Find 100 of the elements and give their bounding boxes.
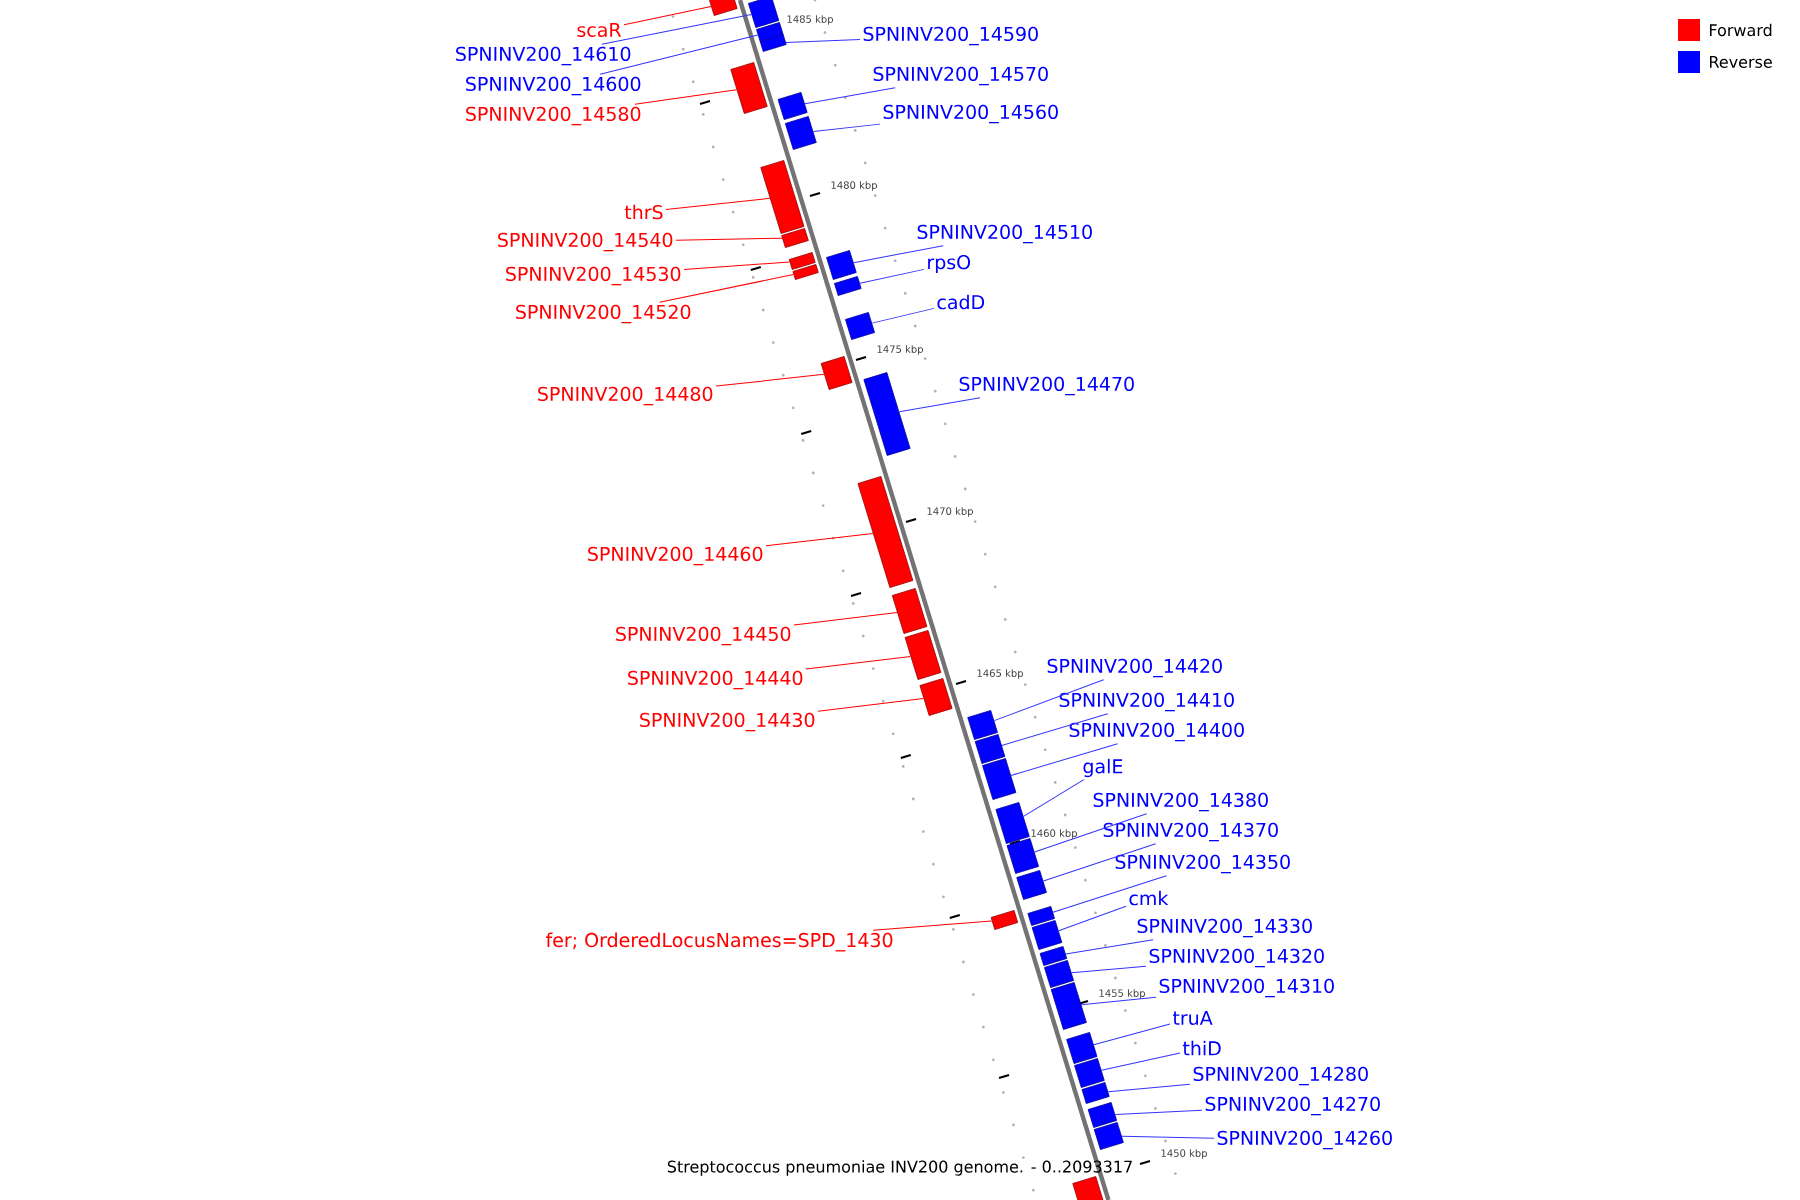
gene-label: SPNINV200_14450 bbox=[616, 626, 791, 646]
gene-block bbox=[756, 22, 784, 42]
leader-line bbox=[1010, 743, 1119, 776]
legend-label: Forward bbox=[1710, 23, 1772, 37]
leader-line bbox=[871, 307, 935, 324]
leader-line bbox=[993, 679, 1105, 722]
caption: Streptococcus pneumoniae INV200 genome. - 0..2093317 bbox=[667, 1160, 1132, 1176]
leader-line bbox=[793, 612, 898, 626]
leader-line bbox=[623, 6, 712, 26]
gene-block bbox=[1031, 920, 1063, 950]
leader-line bbox=[659, 274, 794, 303]
gene-block bbox=[967, 710, 998, 740]
leader-line bbox=[817, 698, 924, 712]
gene-block bbox=[748, 0, 780, 28]
leader-line bbox=[1093, 1023, 1171, 1046]
gene-label: SPNINV200_14400 bbox=[1069, 722, 1244, 742]
gene-block bbox=[781, 228, 809, 248]
gene-block bbox=[974, 734, 1006, 764]
leader-line bbox=[1058, 905, 1127, 932]
leader-line bbox=[1071, 965, 1147, 974]
leader-line bbox=[804, 87, 896, 105]
gene-label: SPNINV200_14610 bbox=[456, 46, 631, 66]
gene-block bbox=[891, 588, 928, 634]
leader-line bbox=[715, 373, 825, 387]
gene-label: SPNINV200_14520 bbox=[516, 304, 691, 324]
gene-label: SPNINV200_14580 bbox=[466, 106, 641, 126]
gene-block bbox=[1081, 1082, 1110, 1104]
leader-line bbox=[1080, 996, 1157, 1006]
leader-line bbox=[1101, 1052, 1181, 1071]
leader-line bbox=[765, 532, 874, 547]
gene-block bbox=[863, 372, 911, 456]
gene-block bbox=[730, 62, 768, 114]
gene-block bbox=[792, 264, 819, 280]
gene-block bbox=[919, 678, 953, 716]
gene-block bbox=[784, 116, 817, 150]
leader-line bbox=[1121, 1135, 1215, 1139]
gene-label: cmk bbox=[1129, 890, 1169, 906]
gene-label: SPNINV200_14560 bbox=[883, 104, 1058, 124]
gene-label: SPNINV200_14540 bbox=[498, 232, 673, 252]
leader-line bbox=[1034, 813, 1148, 853]
gene-block bbox=[759, 34, 787, 52]
gene-label: SPNINV200_14280 bbox=[1193, 1066, 1368, 1086]
leader-line bbox=[1107, 1083, 1191, 1093]
leader-line bbox=[1042, 843, 1157, 882]
legend-label: Reverse bbox=[1710, 56, 1772, 68]
gene-label: SPNINV200_14600 bbox=[466, 76, 641, 96]
leader-line bbox=[1052, 875, 1167, 913]
gene-block bbox=[995, 802, 1030, 844]
gene-label: SPNINV200_14330 bbox=[1137, 918, 1312, 938]
leader-line bbox=[859, 268, 925, 284]
gene-label: SPNINV200_14570 bbox=[873, 66, 1048, 86]
gene-block bbox=[777, 92, 808, 120]
gene-block bbox=[820, 356, 853, 390]
gene-label: SPNINV200_14260 bbox=[1217, 1130, 1392, 1150]
gene-block bbox=[1006, 838, 1039, 874]
leader-line bbox=[1023, 779, 1085, 817]
gene-block bbox=[845, 312, 875, 340]
leader-line bbox=[872, 920, 993, 931]
gene-block bbox=[1066, 1032, 1098, 1064]
leader-line bbox=[853, 245, 944, 264]
leader-line bbox=[634, 89, 738, 105]
gene-block bbox=[708, 0, 738, 16]
gene-label: SPNINV200_14480 bbox=[538, 386, 713, 406]
gene-block bbox=[788, 252, 816, 270]
gene-label: SPNINV200_14460 bbox=[588, 546, 763, 566]
leader-line bbox=[1065, 939, 1154, 955]
gene-label: SPNINV200_14310 bbox=[1159, 978, 1334, 998]
gene-label: SPNINV200_14510 bbox=[917, 224, 1092, 244]
leader-line bbox=[665, 197, 771, 211]
gene-label: thiD bbox=[1182, 1040, 1221, 1056]
leader-line bbox=[599, 34, 759, 75]
gene-label: rpsO bbox=[928, 254, 971, 273]
gene-block bbox=[857, 476, 914, 588]
gene-block bbox=[834, 276, 862, 296]
gene-label: SPNINV200_14410 bbox=[1059, 692, 1234, 712]
leader-line bbox=[1114, 1109, 1203, 1115]
gene-label: thrS bbox=[624, 204, 663, 220]
gene-block bbox=[982, 758, 1017, 800]
leader-line bbox=[683, 261, 790, 270]
gene-label: SPNINV200_14440 bbox=[628, 670, 803, 690]
gene-block bbox=[1039, 946, 1068, 966]
gene-label: SPNINV200_14270 bbox=[1205, 1096, 1380, 1116]
gene-block bbox=[1027, 906, 1055, 926]
gene-block bbox=[990, 910, 1019, 930]
gene-block bbox=[1016, 870, 1047, 900]
leader-line bbox=[601, 13, 752, 45]
gene-block bbox=[1074, 1058, 1105, 1088]
leader-line bbox=[1001, 713, 1109, 746]
gene-block bbox=[826, 250, 857, 280]
leader-line bbox=[805, 656, 911, 670]
gene-label: SPNINV200_14470 bbox=[959, 376, 1134, 396]
leader-line bbox=[785, 39, 861, 43]
gene-label: SPNINV200_14420 bbox=[1047, 658, 1222, 678]
gene-label: SPNINV200_14530 bbox=[506, 266, 681, 286]
gene-block bbox=[1093, 1122, 1124, 1150]
gene-label: SPNINV200_14430 bbox=[640, 712, 815, 732]
gene-label: SPNINV200_14370 bbox=[1103, 822, 1278, 842]
gene-label: SPNINV200_14350 bbox=[1115, 854, 1290, 874]
leader-line bbox=[898, 397, 981, 413]
gene-label: scaR bbox=[577, 22, 622, 38]
